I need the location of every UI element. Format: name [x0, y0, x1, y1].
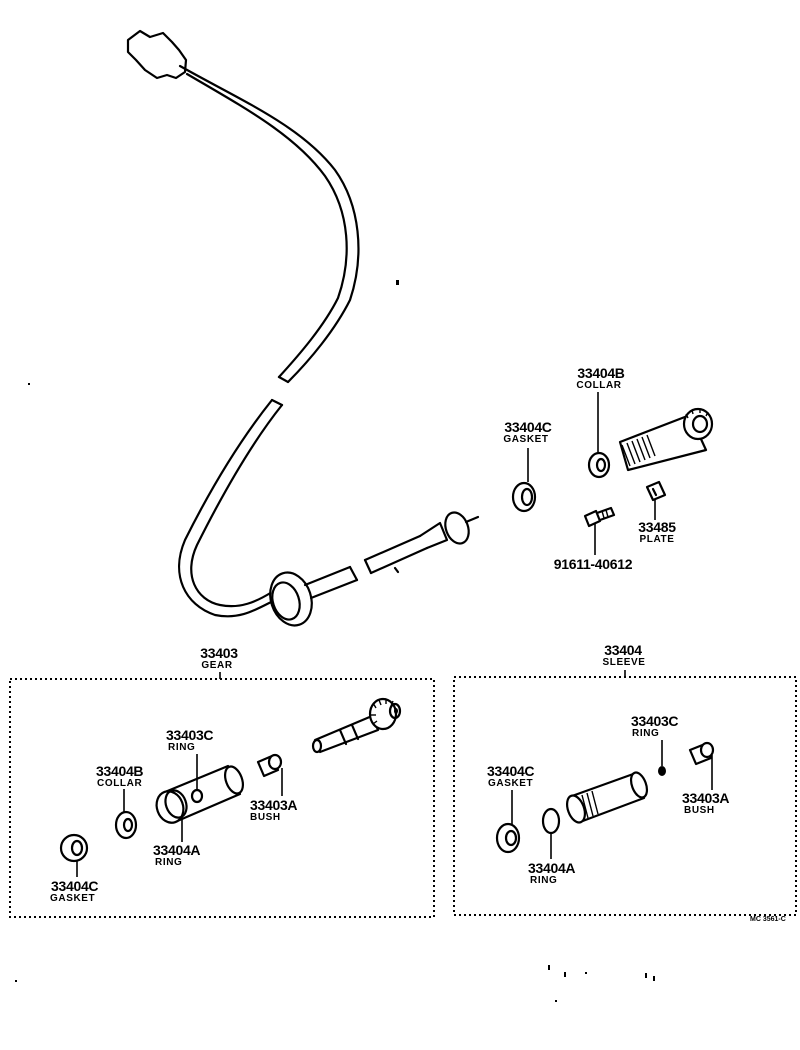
sleeve-leaders — [511, 740, 713, 859]
top-leaders — [527, 392, 656, 555]
scan-specks — [15, 280, 655, 1002]
gear-ring-c-name: RING — [168, 742, 196, 753]
top-parts — [511, 407, 714, 528]
sleeve-ring-a — [541, 807, 561, 835]
top-collar-name: COLLAR — [576, 380, 622, 391]
gear-ring-a-name: RING — [155, 857, 183, 868]
gasket-top — [511, 481, 537, 513]
sleeve-ring-c — [658, 766, 666, 776]
sleeve-group-parts — [495, 741, 715, 854]
cable-grommet — [269, 571, 313, 627]
top-bolt-part-number: 91611-40612 — [553, 556, 633, 572]
top-gasket-name: GASKET — [503, 434, 549, 445]
sleeve-ring-a-part-number: 33404A — [528, 860, 576, 876]
sleeve-bush-name: BUSH — [684, 805, 715, 816]
sleeve-ring-c-part-number: 33403C — [631, 713, 679, 729]
gear-ring-a-part-number: 33404A — [153, 842, 201, 858]
bolt-top — [583, 506, 616, 528]
collar-top — [587, 451, 611, 479]
sleeve-top — [618, 407, 714, 472]
plate-top — [645, 480, 667, 502]
gear-group-parts — [59, 697, 402, 863]
gear-gasket-part-number: 33404C — [51, 878, 99, 894]
top-plate-part-number: 33485 — [638, 519, 676, 535]
gear-bush — [256, 753, 283, 778]
gear-group-part-number: 33403 — [200, 645, 238, 661]
sleeve-gasket-name: GASKET — [488, 778, 534, 789]
top-gasket-part-number: 33404C — [504, 419, 552, 435]
speedometer-cable — [126, 29, 480, 627]
sleeve-gasket — [495, 822, 521, 854]
gear-bush-part-number: 33403A — [250, 797, 298, 813]
cable-end-fitting — [444, 511, 470, 545]
sleeve-ring-a-name: RING — [530, 875, 558, 886]
sleeve-group-part-number: 33404 — [604, 642, 642, 658]
gear-ring-c — [190, 788, 204, 804]
gear-gasket-name: GASKET — [50, 893, 96, 904]
sleeve-body — [565, 771, 649, 824]
sleeve-group-name: SLEEVE — [602, 657, 646, 668]
gear-group-box — [9, 678, 435, 918]
gear-group-name: GEAR — [201, 660, 233, 671]
sleeve-bush-part-number: 33403A — [682, 790, 730, 806]
gear-collar — [114, 810, 138, 840]
cable-lower-run — [178, 398, 277, 618]
top-plate-name: PLATE — [639, 534, 675, 545]
diagram-code: MC 3561-C — [750, 916, 786, 923]
sleeve-ring-c-name: RING — [632, 728, 660, 739]
sleeve-bush — [688, 741, 715, 766]
gear-collar-name: COLLAR — [97, 778, 143, 789]
gear-ring-c-part-number: 33403C — [166, 727, 214, 743]
gear-leaders — [76, 754, 283, 877]
gear-bush-name: BUSH — [250, 812, 281, 823]
sleeve-gasket-part-number: 33404C — [487, 763, 535, 779]
gear-collar-part-number: 33404B — [96, 763, 144, 779]
cable-upper-run — [178, 64, 360, 384]
top-collar-part-number: 33404B — [577, 365, 625, 381]
gear-gasket — [59, 833, 89, 863]
gear-shaft — [311, 697, 402, 754]
cable-meter-connector — [126, 29, 188, 80]
